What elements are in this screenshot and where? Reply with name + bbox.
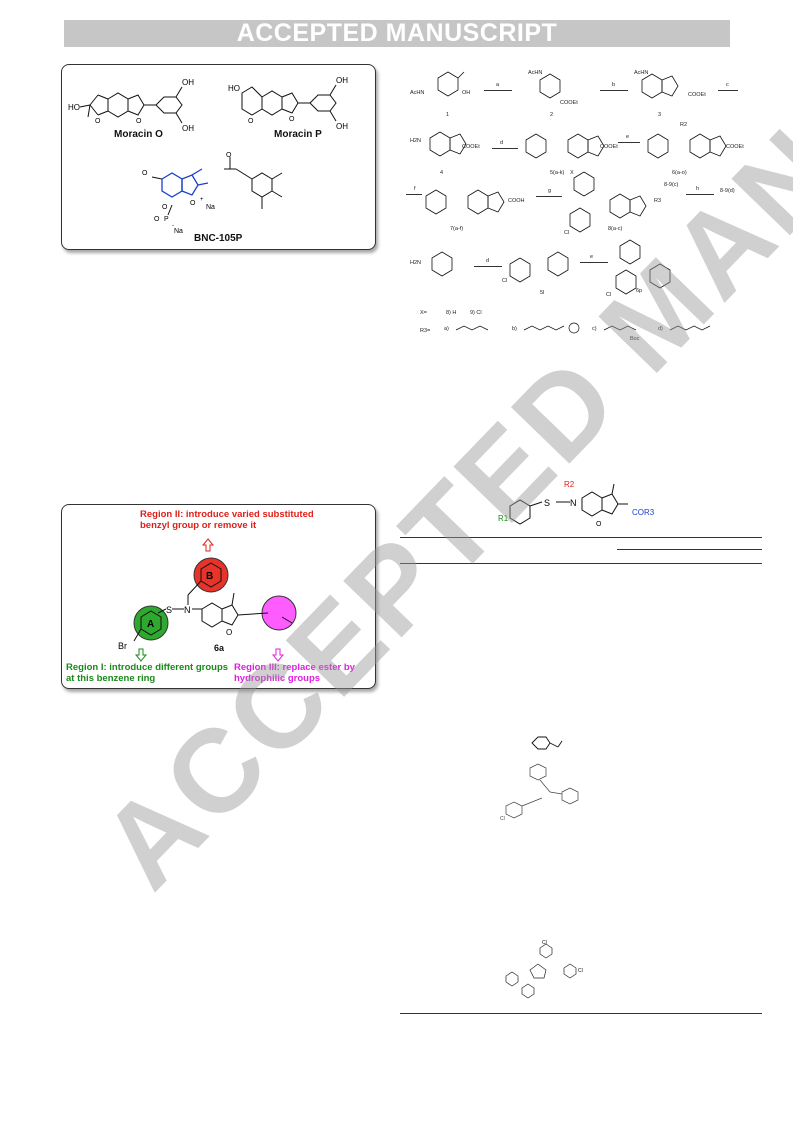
svg-text:O: O xyxy=(162,204,168,211)
svg-text:O: O xyxy=(190,200,196,207)
svg-text:A: A xyxy=(147,619,154,630)
svg-text:O: O xyxy=(142,170,148,177)
region-1-arrow-icon xyxy=(134,648,148,662)
svg-text:OH: OH xyxy=(336,76,348,85)
svg-text:Na: Na xyxy=(174,228,183,235)
compound-5-structure xyxy=(525,133,605,159)
table-header-structure: S N O xyxy=(509,483,628,528)
figure-natural-products-box: OH OH HO O O Moracin O OH OH HO O O Mora… xyxy=(61,64,376,250)
region-3-label: Region III: replace ester by hydrophilic… xyxy=(234,662,355,684)
compound-1-structure xyxy=(437,71,465,97)
table-sub-rule xyxy=(617,549,762,550)
compound-2-structure xyxy=(539,73,561,99)
region-2-arrow-icon xyxy=(201,538,215,552)
table-header-r2: R2 xyxy=(564,480,575,489)
table-header-r1: R1 xyxy=(498,514,509,523)
nutlin-structure: Cl Cl xyxy=(505,940,583,999)
r3-a-group xyxy=(455,325,489,331)
r3-c-group xyxy=(603,325,637,331)
compound-8-structure xyxy=(569,171,647,233)
compound-4-structure xyxy=(429,131,467,157)
svg-text:O: O xyxy=(154,216,160,223)
table-header-r3: COR3 xyxy=(632,508,655,517)
svg-text:HO: HO xyxy=(68,103,80,112)
aniline-structure xyxy=(431,251,453,277)
table-bottom-rule xyxy=(400,1013,762,1014)
svg-text:+: + xyxy=(200,197,204,203)
svg-text:N: N xyxy=(570,498,577,508)
bnc-105p-label: BNC-105P xyxy=(194,233,243,244)
svg-text:S: S xyxy=(544,498,550,508)
svg-text:OH: OH xyxy=(182,78,194,87)
compound-6p-table-structure: Cl xyxy=(500,763,579,822)
svg-text:O: O xyxy=(596,521,602,528)
r3-d-group xyxy=(669,325,711,331)
compound-6-structure xyxy=(647,133,727,159)
svg-text:P: P xyxy=(164,216,169,223)
moracin-o-structure: OH OH HO O O xyxy=(68,78,194,133)
compound-3-structure xyxy=(641,73,679,99)
compound-7-structure xyxy=(425,189,505,215)
svg-text:O: O xyxy=(136,118,142,125)
svg-text:Na: Na xyxy=(206,204,215,211)
region-2-label: Region II: introduce varied substituted … xyxy=(140,509,314,531)
bnc-105p-structure: O O O O P O + Na Na - xyxy=(142,152,283,235)
svg-text:O: O xyxy=(289,116,295,123)
svg-text:O: O xyxy=(226,152,232,159)
compound-6a-structure: B A N S O Br xyxy=(118,557,297,651)
svg-text:OH: OH xyxy=(182,124,194,133)
synthesis-scheme: AcHN OH 1 a AcHN COOEt 2 b AcHN COOEt 3 … xyxy=(400,60,760,350)
table-header-rule xyxy=(400,563,762,564)
svg-text:O: O xyxy=(95,118,101,125)
compound-6a-label: 6a xyxy=(214,643,225,653)
svg-text:OH: OH xyxy=(336,122,348,131)
svg-text:-: - xyxy=(172,223,174,229)
r3-b-group xyxy=(523,322,580,334)
svg-text:O: O xyxy=(248,118,254,125)
moracin-p-label: Moracin P xyxy=(274,129,322,140)
svg-text:HO: HO xyxy=(228,84,240,93)
moracin-p-structure: OH OH HO O O xyxy=(228,76,348,131)
table-top-rule xyxy=(400,537,762,538)
moracin-o-label: Moracin O xyxy=(114,129,163,140)
cyclohexylmethyl-structure xyxy=(531,736,563,750)
compound-5l-structure xyxy=(509,251,569,283)
svg-text:Cl: Cl xyxy=(578,968,583,974)
svg-text:Cl: Cl xyxy=(542,940,547,946)
svg-text:B: B xyxy=(206,571,213,582)
svg-text:S: S xyxy=(166,605,172,615)
region-1-label: Region I: introduce different groups at … xyxy=(66,662,229,684)
region-3-arrow-icon xyxy=(271,648,285,662)
svg-text:Br: Br xyxy=(118,641,127,651)
svg-text:O: O xyxy=(226,628,232,637)
svg-text:N: N xyxy=(184,605,191,615)
accepted-manuscript-banner: ACCEPTED MANUSCRIPT xyxy=(64,20,730,47)
compound-6p-structure xyxy=(615,239,671,295)
figure-sar-regions-box: Region II: introduce varied substituted … xyxy=(61,504,376,689)
svg-text:Cl: Cl xyxy=(500,816,505,822)
